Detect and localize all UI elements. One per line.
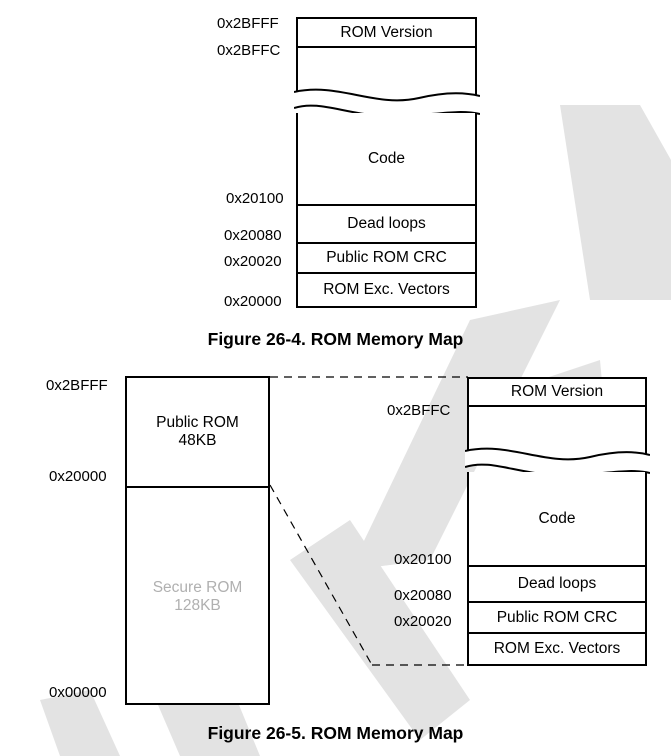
region-public-rom-crc: Public ROM CRC bbox=[469, 601, 645, 632]
full-rom-map: Public ROM 48KB Secure ROM 128KB bbox=[125, 376, 270, 705]
addr-0x20020: 0x20020 bbox=[394, 613, 452, 630]
region-rom-exc-vectors: ROM Exc. Vectors bbox=[298, 272, 475, 306]
region-rom-exc-vectors: ROM Exc. Vectors bbox=[469, 632, 645, 664]
addr-0x2bfff: 0x2BFFF bbox=[46, 377, 108, 394]
addr-0x20000: 0x20000 bbox=[224, 293, 282, 310]
addr-0x2bfff: 0x2BFFF bbox=[217, 15, 279, 32]
addr-0x20080: 0x20080 bbox=[394, 587, 452, 604]
public-rom-size: 48KB bbox=[178, 432, 217, 449]
region-code: Code bbox=[367, 149, 406, 167]
region-public-rom-crc: Public ROM CRC bbox=[298, 242, 475, 272]
secure-rom-size: 128KB bbox=[174, 596, 221, 614]
region-secure-rom: Secure ROM 128KB bbox=[127, 486, 268, 705]
memory-map-upper: ROM Version bbox=[296, 17, 477, 107]
watermark-stroke bbox=[560, 105, 671, 300]
watermark-stroke bbox=[350, 300, 560, 570]
region-rom-version: ROM Version bbox=[340, 23, 433, 41]
memory-map-lower: Code Dead loops Public ROM CRC ROM Exc. … bbox=[296, 113, 477, 308]
watermark-stroke bbox=[40, 690, 120, 756]
caption-figure-26-5: Figure 26-5. ROM Memory Map bbox=[207, 723, 464, 743]
region-code: Code bbox=[538, 509, 576, 527]
caption-figure-26-4: Figure 26-4. ROM Memory Map bbox=[207, 329, 464, 349]
divider bbox=[469, 405, 645, 407]
divider bbox=[298, 46, 475, 48]
addr-0x20080: 0x20080 bbox=[224, 227, 282, 244]
connector-diagonal bbox=[269, 484, 373, 666]
addr-0x00000: 0x00000 bbox=[49, 684, 107, 701]
region-dead-loops: Dead loops bbox=[469, 565, 645, 601]
secure-rom-name: Secure ROM bbox=[152, 578, 243, 596]
watermark-stroke bbox=[290, 520, 470, 740]
addr-0x20020: 0x20020 bbox=[224, 253, 282, 270]
region-dead-loops: Dead loops bbox=[298, 204, 475, 242]
public-rom-map-lower: Code Dead loops Public ROM CRC ROM Exc. … bbox=[467, 472, 647, 666]
region-public-rom: Public ROM 48KB bbox=[127, 378, 268, 486]
addr-0x20100: 0x20100 bbox=[394, 551, 452, 568]
addr-0x20100: 0x20100 bbox=[226, 190, 284, 207]
public-rom-name: Public ROM bbox=[156, 414, 239, 431]
addr-0x2bffc: 0x2BFFC bbox=[387, 402, 451, 419]
addr-0x20000: 0x20000 bbox=[49, 468, 107, 485]
addr-0x2bffc: 0x2BFFC bbox=[217, 42, 281, 59]
region-rom-version: ROM Version bbox=[510, 383, 604, 400]
